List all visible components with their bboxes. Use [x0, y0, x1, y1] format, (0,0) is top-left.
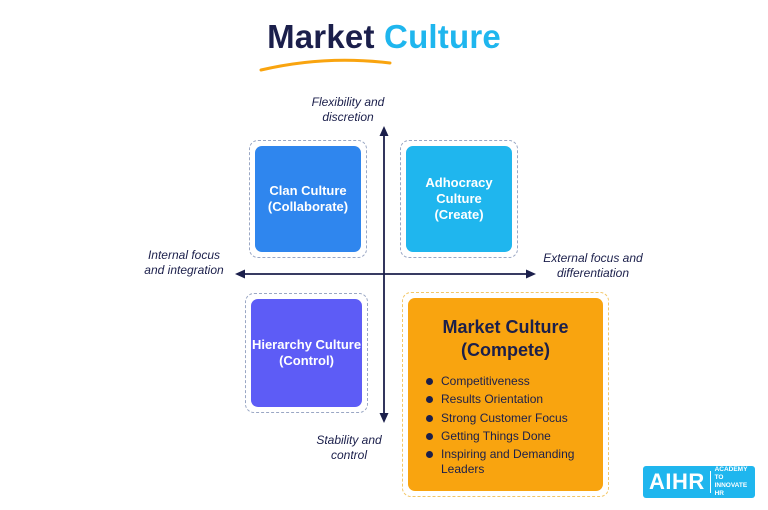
market-culture-subtitle: (Compete) [461, 340, 550, 360]
logo-divider [709, 471, 711, 493]
hierarchy-culture-box: Hierarchy Culture (Control) [251, 299, 362, 407]
market-culture-title: Market Culture [442, 317, 569, 337]
hierarchy-culture-subtitle: (Control) [279, 353, 334, 368]
adhocracy-culture-subtitle: (Create) [434, 207, 484, 222]
market-culture-traits: Competitiveness Results Orientation Stro… [408, 374, 603, 477]
adhocracy-culture-box: Adhocracy Culture (Create) [406, 146, 512, 252]
adhocracy-frame [400, 140, 518, 258]
axis-label-top: Flexibility and discretion [310, 95, 386, 125]
aihr-logo: AIHR Academy to Innovate HR [643, 466, 755, 498]
clan-frame [249, 140, 367, 258]
clan-culture-title: Clan Culture [269, 183, 347, 198]
axis-label-bottom: Stability and control [312, 433, 386, 463]
axis-arrow-down [379, 413, 389, 423]
clan-culture-subtitle: (Collaborate) [267, 199, 349, 214]
title-word-culture: Culture [384, 18, 501, 55]
adhocracy-culture-title: Adhocracy Culture [425, 175, 493, 206]
title-underline [259, 58, 392, 72]
axis-label-top-line1: Flexibility and [311, 95, 385, 109]
list-item: Inspiring and Demanding Leaders [426, 447, 593, 477]
clan-culture-box: Clan Culture (Collaborate) [255, 146, 361, 252]
hierarchy-frame [245, 293, 368, 413]
axis-label-right-line2: differentiation [556, 266, 630, 280]
axis-label-bottom-line2: control [330, 448, 368, 462]
list-item: Getting Things Done [426, 429, 593, 444]
hierarchy-culture-title: Hierarchy Culture [251, 337, 362, 352]
market-frame [402, 292, 609, 497]
axis-label-top-line2: discretion [322, 110, 374, 124]
axis-label-right: External focus and differentiation [538, 251, 648, 281]
axis-arrow-right [526, 269, 536, 279]
market-culture-box: Market Culture (Compete) Competitiveness… [408, 298, 603, 491]
logo-tagline: Academy to Innovate HR [714, 466, 748, 497]
axis-label-left: Internal focus and integration [138, 248, 230, 278]
axis-arrow-up [379, 126, 389, 136]
logo-wordmark: AIHR [649, 469, 705, 494]
axis-label-right-line1: External focus and [543, 251, 643, 265]
list-item: Competitiveness [426, 374, 593, 389]
axis-label-left-line1: Internal focus [147, 248, 221, 262]
title-word-market: Market [267, 18, 375, 55]
axis-label-left-line2: and integration [144, 263, 224, 277]
page-title: Market Culture [0, 18, 768, 56]
list-item: Strong Customer Focus [426, 411, 593, 426]
axis-arrow-left [235, 269, 245, 279]
axis-label-bottom-line1: Stability and [316, 433, 382, 447]
market-culture-heading: Market Culture (Compete) [408, 316, 603, 362]
list-item: Results Orientation [426, 392, 593, 407]
